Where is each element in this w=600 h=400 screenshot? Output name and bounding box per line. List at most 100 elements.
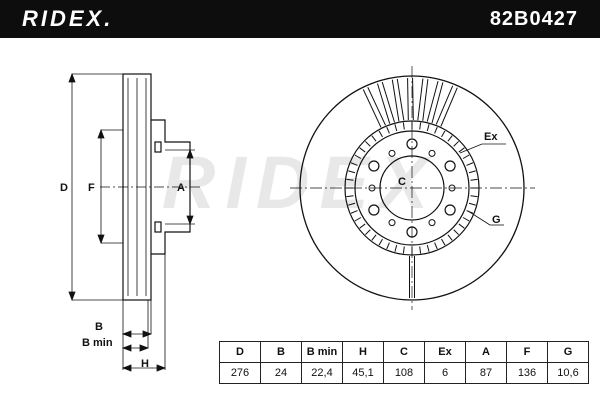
label-B-min: B min xyxy=(82,337,113,349)
label-Ex: Ex xyxy=(484,131,498,143)
vent-tick xyxy=(394,244,398,252)
vent-tick xyxy=(386,126,390,134)
vent-tick xyxy=(466,162,474,166)
spec-value: 136 xyxy=(506,362,548,384)
vent-tick xyxy=(462,154,470,159)
vent-vane xyxy=(362,89,382,128)
spec-header: B xyxy=(260,341,302,363)
vent-tick xyxy=(468,170,476,174)
vent-vane xyxy=(412,77,414,120)
spec-header: A xyxy=(465,341,507,363)
small-hole xyxy=(388,149,396,157)
vent-vane xyxy=(381,81,395,123)
spec-value: 24 xyxy=(260,362,302,384)
disc-front-view xyxy=(290,66,535,310)
spec-header: B min xyxy=(301,341,343,363)
specs-value-row: 276 24 22,4 45,1 108 6 87 136 10,6 xyxy=(219,362,589,384)
brake-disc-drawing: RIDEX xyxy=(60,66,535,372)
vent-vane xyxy=(391,79,400,122)
vent-tick xyxy=(447,234,453,241)
vent-tick xyxy=(470,178,478,181)
vent-tick xyxy=(364,140,371,147)
disc-side-profile xyxy=(100,73,200,301)
vent-tick xyxy=(350,162,358,166)
specs-header-row: D B B min H C Ex A F G xyxy=(219,341,589,363)
vent-tick xyxy=(378,238,383,246)
spec-value: 87 xyxy=(465,362,507,384)
vent-vane xyxy=(431,82,444,124)
vent-tick xyxy=(458,223,465,229)
vent-tick xyxy=(348,170,356,174)
spec-header: D xyxy=(219,341,261,363)
label-G: G xyxy=(492,214,501,226)
vent-vane xyxy=(417,78,424,121)
spec-header: F xyxy=(506,341,548,363)
vent-tick xyxy=(453,229,460,236)
vent-tick xyxy=(394,124,398,132)
label-D: D xyxy=(60,182,68,194)
vent-tick xyxy=(426,244,430,252)
small-hole xyxy=(388,219,396,227)
vent-tick xyxy=(346,195,354,198)
vent-vane xyxy=(426,80,439,122)
vent-tick xyxy=(419,122,422,130)
vent-tick xyxy=(354,154,362,159)
vent-tick xyxy=(354,217,362,222)
vent-tick xyxy=(447,135,453,142)
spec-value: 108 xyxy=(383,362,425,384)
vent-vane xyxy=(396,78,405,121)
vent-tick xyxy=(364,229,371,236)
vent-tick xyxy=(350,210,358,214)
vent-tick xyxy=(470,195,478,198)
vent-tick xyxy=(441,130,446,138)
vent-tick xyxy=(348,202,356,206)
label-C: C xyxy=(398,176,406,188)
vent-tick xyxy=(458,147,465,153)
spec-header: H xyxy=(342,341,384,363)
bolt-hole xyxy=(368,160,380,172)
vent-tick xyxy=(441,238,446,246)
spec-header: G xyxy=(547,341,589,363)
spec-value: 6 xyxy=(424,362,466,384)
vent-tick xyxy=(462,217,470,222)
vent-tick xyxy=(434,242,438,250)
spec-value: 10,6 xyxy=(547,362,589,384)
spec-header: Ex xyxy=(424,341,466,363)
label-A: A xyxy=(177,182,185,194)
vent-tick xyxy=(468,202,476,206)
bolt-hole xyxy=(444,204,456,216)
label-H: H xyxy=(141,358,149,370)
front-leaders xyxy=(459,143,506,226)
vent-tick xyxy=(386,242,390,250)
small-hole xyxy=(428,149,436,157)
vent-vane xyxy=(422,79,429,121)
vent-tick xyxy=(402,246,405,254)
spec-value: 45,1 xyxy=(342,362,384,384)
small-hole xyxy=(428,219,436,227)
vent-vane xyxy=(435,85,454,125)
vent-tick xyxy=(346,178,354,181)
watermark: RIDEX xyxy=(162,141,438,224)
vent-tick xyxy=(426,124,430,132)
vent-tick xyxy=(359,223,366,229)
side-dimension-lines xyxy=(68,72,195,372)
label-F: F xyxy=(88,182,95,194)
vent-tick xyxy=(419,246,422,254)
vent-vane xyxy=(407,78,409,121)
vent-vanes xyxy=(362,77,458,298)
vent-tick xyxy=(359,147,366,153)
vent-vane xyxy=(367,87,386,126)
spec-value: 276 xyxy=(219,362,261,384)
brand-logo: RIDEX. xyxy=(22,6,114,31)
vent-tick xyxy=(402,122,405,130)
vent-tick xyxy=(434,126,438,134)
vent-tick xyxy=(453,140,460,147)
bolt-hole xyxy=(368,204,380,216)
vent-tick xyxy=(371,234,377,241)
header-bar: RIDEX. 82B0427 xyxy=(0,0,600,38)
vent-vane xyxy=(376,83,391,124)
specs-table: D B B min H C Ex A F G 276 24 22,4 45,1 … xyxy=(219,341,589,384)
label-B: B xyxy=(95,321,103,333)
vent-tick xyxy=(371,135,377,142)
spec-header: C xyxy=(383,341,425,363)
